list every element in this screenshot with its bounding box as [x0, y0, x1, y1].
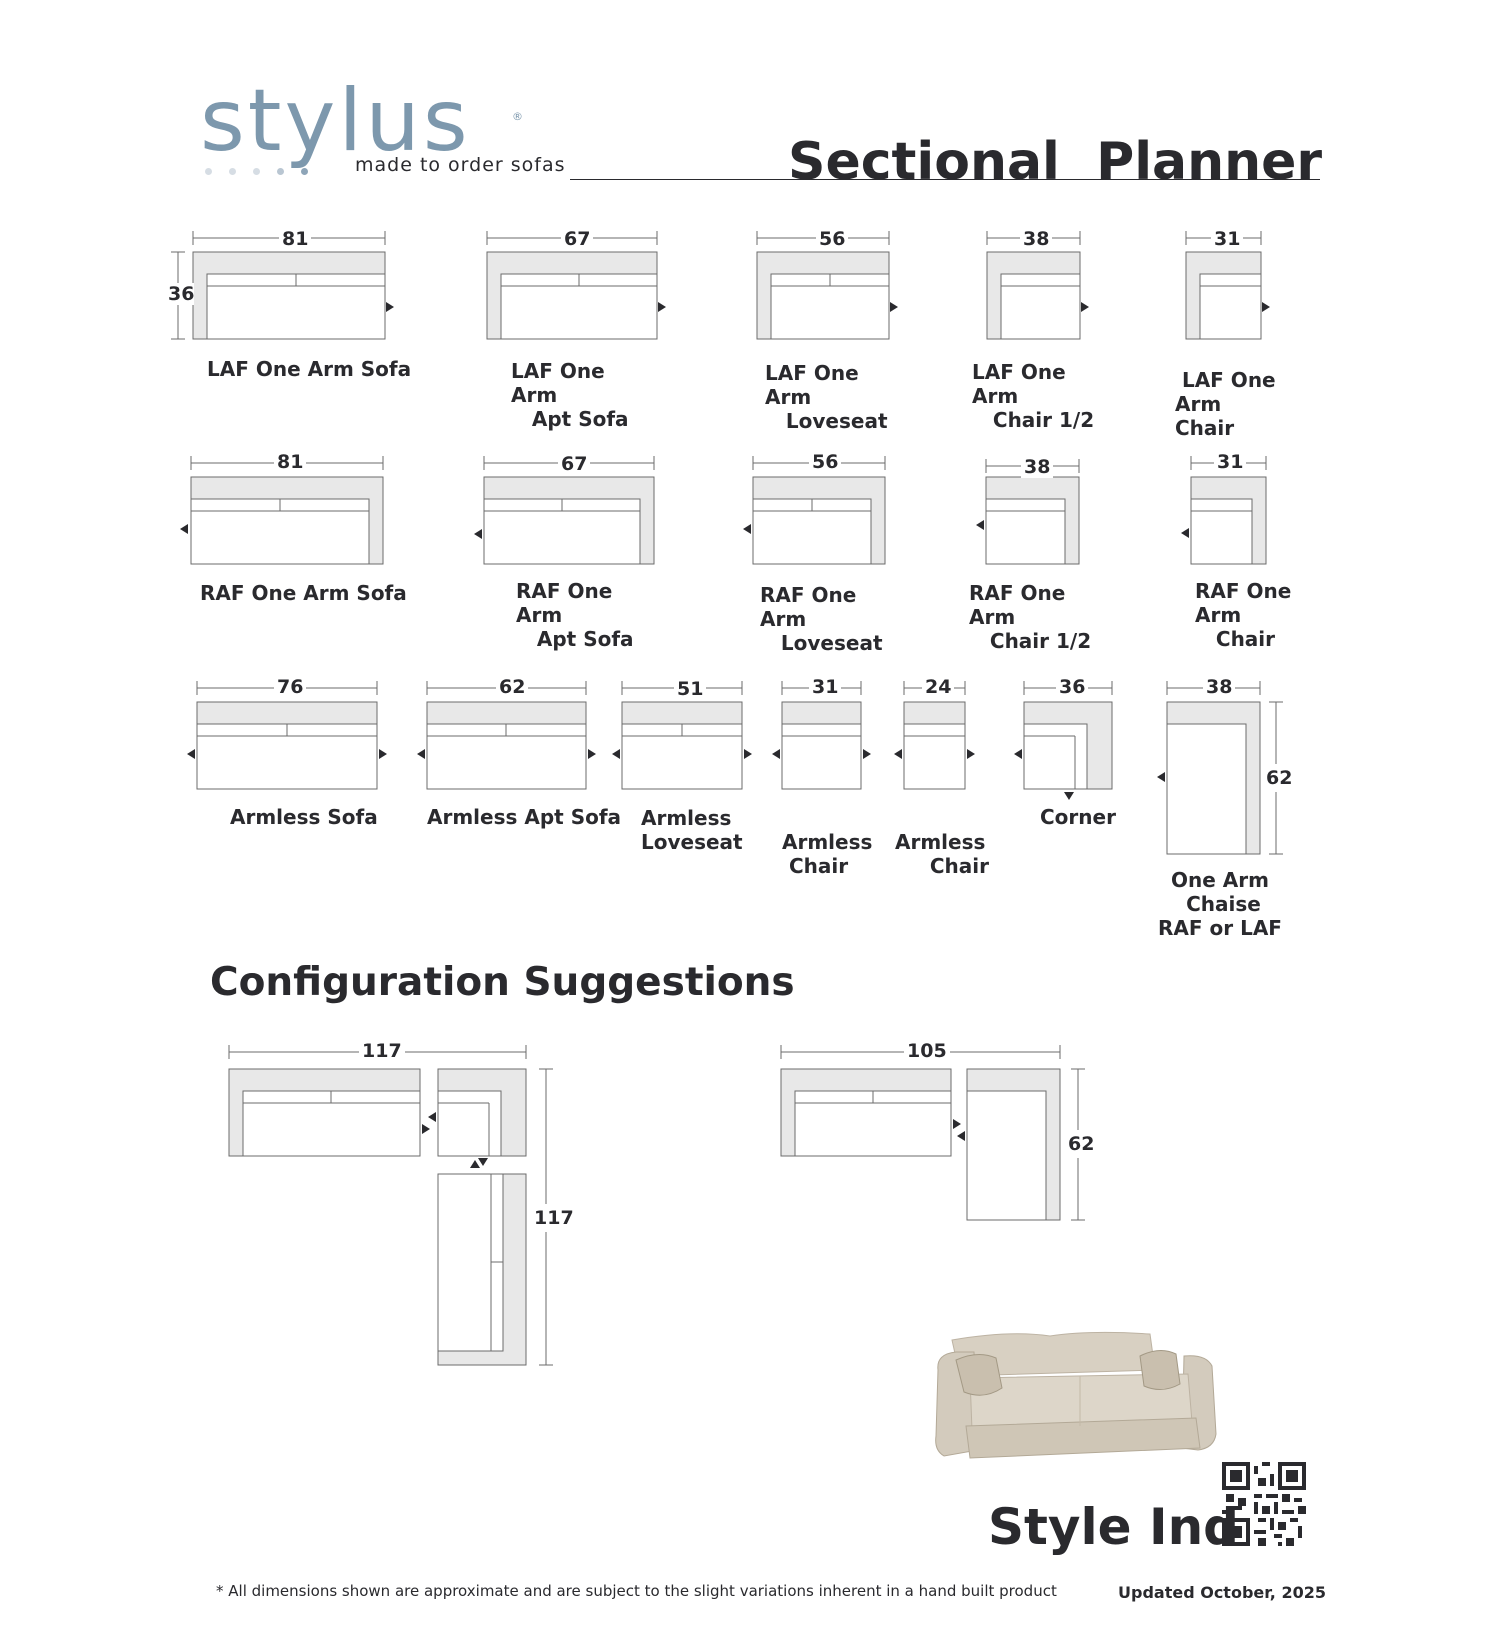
footer-updated-date: Updated October, 2025	[1118, 1583, 1326, 1602]
piece-one-arm-chaise	[1157, 681, 1283, 855]
header-rule	[570, 179, 1320, 180]
piece-corner	[1014, 681, 1113, 800]
config-two-width: 105	[904, 1040, 950, 1062]
piece-label: RAF One Arm Chair	[1195, 579, 1292, 651]
piece-armless-apt-sofa	[417, 681, 596, 790]
dim-width: 67	[561, 228, 594, 250]
dim-width: 31	[1214, 451, 1247, 473]
piece-label: One Arm Chaise RAF or LAF	[1158, 868, 1282, 940]
logo-dots	[205, 160, 325, 179]
section-title: Configuration Suggestions	[210, 960, 795, 1005]
dim-width: 76	[274, 676, 307, 698]
footer-disclaimer: * All dimensions shown are approximate a…	[216, 1582, 1057, 1600]
piece-label: RAF One Arm Apt Sofa	[516, 579, 634, 651]
config-one-diagram	[228, 1045, 553, 1366]
piece-raf-one-arm-chair	[1181, 456, 1267, 565]
piece-label: RAF One Arm Loveseat	[760, 583, 883, 655]
piece-armless-chair-24	[894, 681, 975, 790]
piece-label: RAF One Arm Chair 1/2	[969, 581, 1092, 653]
piece-laf-one-arm-chair	[1185, 231, 1270, 340]
piece-label: RAF One Arm Sofa	[200, 581, 407, 605]
brand-footer-title: Style Ind	[988, 1498, 1239, 1556]
dim-width: 38	[1203, 676, 1236, 698]
piece-laf-one-arm-apt-sofa	[486, 231, 666, 340]
dim-width: 31	[1211, 228, 1244, 250]
dim-width: 67	[558, 453, 591, 475]
config-one-width: 117	[359, 1040, 405, 1062]
dim-width: 38	[1021, 456, 1054, 478]
dim-width: 36	[1056, 676, 1089, 698]
logo-registered-mark: ®	[512, 110, 523, 123]
piece-armless-loveseat	[612, 681, 752, 790]
config-two-depth: 62	[1068, 1130, 1095, 1158]
dim-width: 62	[496, 676, 529, 698]
dim-width: 56	[816, 228, 849, 250]
piece-label: Armless Loveseat	[641, 806, 743, 854]
piece-label: Armless Sofa	[230, 805, 378, 829]
piece-label: LAF One Arm Chair 1/2	[972, 360, 1095, 432]
dim-depth: 36	[168, 283, 195, 305]
sofa-photo	[935, 1331, 1217, 1459]
dim-width: 31	[809, 676, 842, 698]
config-two-diagram	[780, 1045, 1085, 1221]
piece-label: Armless Chair	[782, 830, 873, 878]
piece-label: Armless Chair	[895, 830, 989, 878]
piece-armless-sofa	[187, 681, 387, 790]
piece-armless-chair-31	[772, 681, 871, 790]
piece-label: LAF One Arm Loveseat	[765, 361, 888, 433]
piece-raf-one-arm-chair-half	[976, 459, 1080, 565]
dim-width: 38	[1020, 228, 1053, 250]
page-title: Sectional Planner	[788, 132, 1323, 192]
piece-label: LAF One Arm Chair	[1175, 368, 1276, 440]
piece-label: LAF One Arm Sofa	[207, 357, 412, 381]
piece-label: Armless Apt Sofa	[427, 805, 622, 829]
config-one-depth: 117	[534, 1204, 574, 1232]
piece-raf-one-arm-loveseat	[743, 456, 886, 565]
logo-tagline: made to order sofas	[355, 154, 566, 176]
piece-raf-one-arm-apt-sofa	[474, 456, 655, 565]
dim-width: 56	[809, 451, 842, 473]
piece-label: LAF One Arm Apt Sofa	[511, 359, 629, 431]
dim-width: 24	[922, 676, 955, 698]
dim-width: 51	[674, 678, 707, 700]
dim-width: 81	[274, 451, 307, 473]
piece-raf-one-arm-sofa	[180, 456, 384, 565]
dim-depth: 62	[1266, 764, 1293, 792]
piece-laf-one-arm-loveseat	[756, 231, 898, 340]
piece-laf-one-arm-sofa	[171, 231, 394, 340]
dim-width: 81	[279, 228, 312, 250]
qr-code-icon	[1222, 1462, 1306, 1546]
logo-wordmark: stylus	[200, 71, 471, 171]
piece-label: Corner	[1040, 805, 1116, 829]
piece-laf-one-arm-chair-half	[986, 231, 1089, 340]
